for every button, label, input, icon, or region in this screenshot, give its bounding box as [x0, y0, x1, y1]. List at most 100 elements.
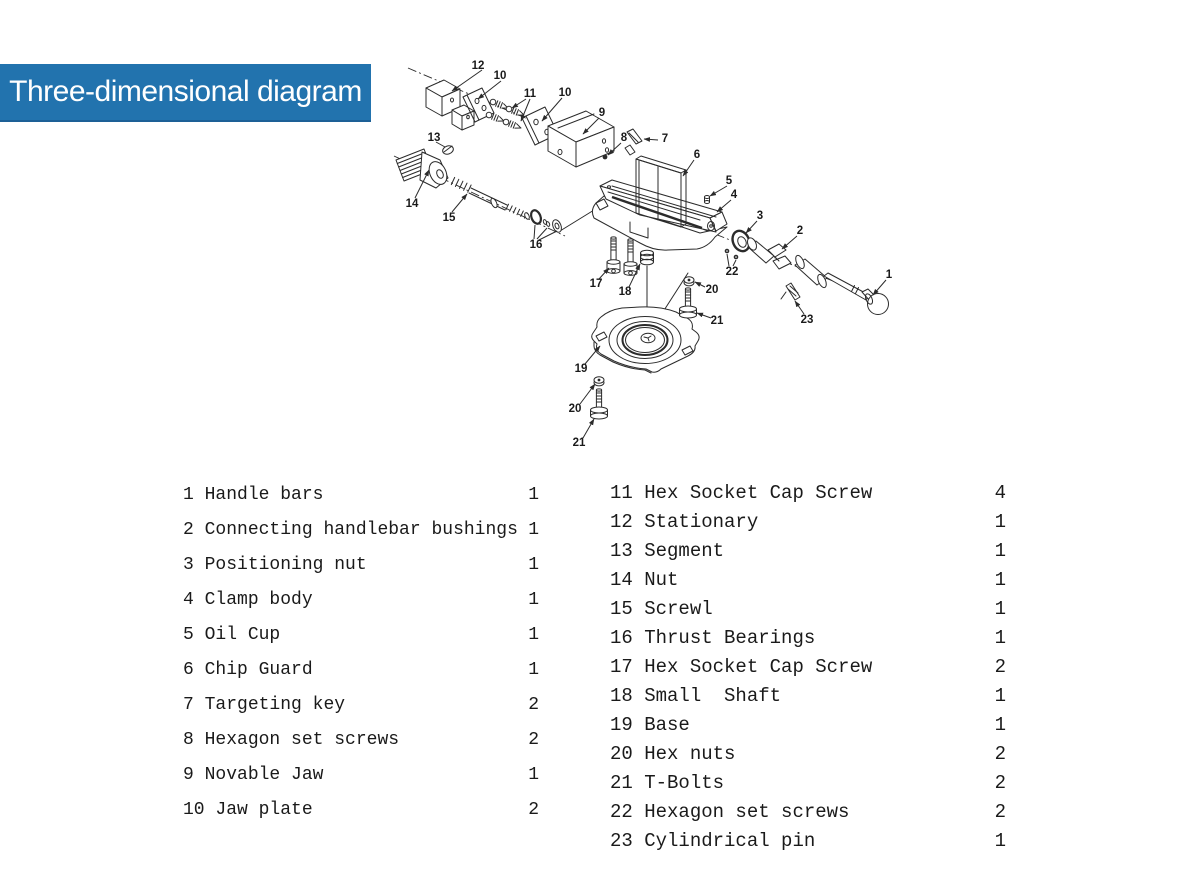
parts-row: 2 Connecting handlebar bushings 1 [183, 513, 539, 548]
part-number: 16 [610, 627, 633, 649]
page-title: Three-dimensional diagram [9, 75, 362, 108]
part-qty: 1 [528, 625, 539, 645]
part-name: Chip Guard [204, 660, 313, 680]
part-qty: 1 [994, 714, 1006, 736]
callout-16: 16 [530, 239, 543, 251]
callout-6: 6 [694, 149, 700, 161]
part-number: 20 [610, 743, 633, 765]
callout-1: 1 [886, 269, 893, 281]
part-name: Connecting handlebar bushings [204, 520, 518, 540]
part-name: Nut [644, 569, 679, 591]
part-qty: 2 [994, 656, 1006, 678]
part-qty: 1 [994, 598, 1006, 620]
part-set-screws-22 [724, 248, 739, 260]
part-number: 19 [610, 714, 633, 736]
part-qty: 1 [994, 830, 1006, 852]
callout-14: 14 [406, 198, 419, 210]
part-qty: 2 [994, 743, 1006, 765]
callout-21-right: 21 [711, 315, 724, 327]
part-name: Screwl [644, 598, 713, 620]
part-name: Hex nuts [644, 743, 736, 765]
parts-row: 20 Hex nuts 2 [610, 740, 1006, 769]
parts-row: 23 Cylindrical pin 1 [610, 827, 1006, 856]
part-small-shaft [640, 249, 654, 266]
part-name: Handle bars [204, 485, 324, 505]
part-number: 4 [183, 590, 194, 610]
callout-19: 19 [575, 363, 588, 375]
part-movable-jaw [547, 110, 615, 168]
parts-list-left: 1 Handle bars 1 2 Connecting handlebar bu… [183, 478, 539, 828]
callout-12: 12 [472, 60, 485, 72]
parts-row: 16 Thrust Bearings 1 [610, 624, 1006, 653]
part-nut [395, 148, 449, 189]
part-number: 14 [610, 569, 633, 591]
callout-7: 7 [662, 133, 668, 145]
part-qty: 1 [528, 485, 539, 505]
callout-5: 5 [726, 175, 733, 187]
part-name: Thrust Bearings [644, 627, 816, 649]
part-name: Jaw plate [215, 800, 313, 820]
part-qty: 2 [994, 801, 1006, 823]
part-number: 9 [183, 765, 194, 785]
part-handle-bar [794, 254, 889, 315]
part-qty: 1 [994, 627, 1006, 649]
part-qty: 4 [994, 482, 1006, 504]
callout-22: 22 [726, 266, 739, 278]
part-qty: 1 [528, 520, 539, 540]
part-number: 11 [610, 482, 633, 504]
part-name: Clamp body [204, 590, 313, 610]
part-number: 17 [610, 656, 633, 678]
callout-20-bottom: 20 [569, 403, 582, 415]
part-qty: 2 [528, 695, 539, 715]
part-jaw-plate-left [462, 87, 495, 123]
part-number: 23 [610, 830, 633, 852]
part-number: 5 [183, 625, 194, 645]
part-bushing [746, 237, 792, 270]
part-chip-guard [635, 155, 687, 228]
part-name: Cylindrical pin [644, 830, 816, 852]
part-number: 15 [610, 598, 633, 620]
part-cap-screws-17 [606, 236, 638, 276]
callout-labels: 12 10 11 10 9 8 7 6 5 4 3 2 1 13 14 15 1… [406, 60, 893, 449]
callout-13: 13 [428, 132, 441, 144]
callout-21-bottom: 21 [573, 437, 586, 449]
callout-18: 18 [619, 286, 632, 298]
part-name: Hexagon set screws [644, 801, 850, 823]
part-hexnut-tbolt-bottom [590, 376, 608, 420]
part-name: Hexagon set screws [204, 730, 400, 750]
parts-row: 12 Stationary 1 [610, 508, 1006, 537]
parts-row: 14 Nut 1 [610, 566, 1006, 595]
part-qty: 1 [994, 511, 1006, 533]
part-qty: 1 [528, 660, 539, 680]
part-qty: 1 [994, 569, 1006, 591]
part-name: T-Bolts [644, 772, 725, 794]
callout-9: 9 [599, 107, 605, 119]
callout-20-right: 20 [706, 284, 719, 296]
part-set-screw-8 [602, 154, 608, 160]
callout-23: 23 [801, 314, 814, 326]
part-qty: 1 [994, 685, 1006, 707]
part-number: 10 [183, 800, 205, 820]
part-number: 21 [610, 772, 633, 794]
part-name: Hex Socket Cap Screw [644, 656, 873, 678]
part-number: 3 [183, 555, 194, 575]
part-number: 12 [610, 511, 633, 533]
part-name: Novable Jaw [204, 765, 324, 785]
part-number: 13 [610, 540, 633, 562]
part-name: Targeting key [204, 695, 346, 715]
part-number: 2 [183, 520, 194, 540]
part-name: Stationary [644, 511, 759, 533]
part-name: Segment [644, 540, 725, 562]
part-number: 22 [610, 801, 633, 823]
